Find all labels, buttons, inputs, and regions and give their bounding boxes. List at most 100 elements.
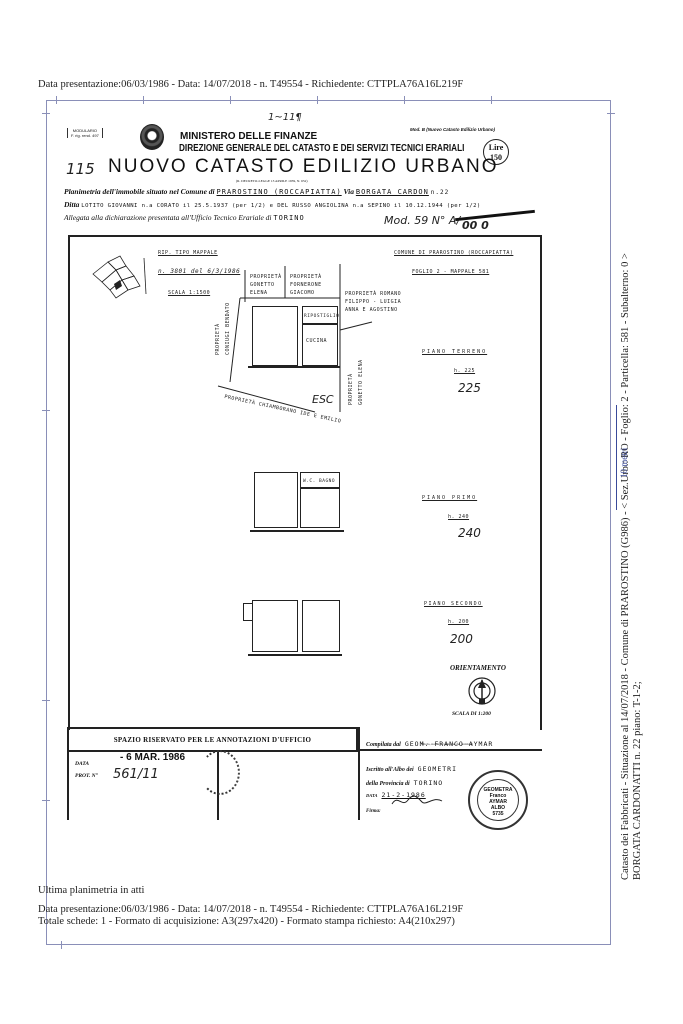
direction-title: DIREZIONE GENERALE DEL CATASTO E DEI SER… [179,143,465,154]
floor-name-primo: PIANO PRIMO [422,495,478,501]
ditta-value: LOTITO GIOVANNI n.a CORATO il 25.5.1937 … [81,203,481,209]
compilata-label: Compilata dal [366,742,401,748]
signature-scribble [391,795,443,805]
floor-height-label-primo: h. 240 [448,514,470,520]
mod-label: Mod. B (Nuovo Catasto Edilizio Urbano) [410,127,495,132]
room-cucina [302,306,338,366]
header-presentation-line: Data presentazione:06/03/1986 - Data: 14… [38,79,464,90]
ufficio-value: TORINO [273,214,305,222]
foglio-mappale: FOGLIO 2 - MAPPALE 581 [412,269,490,275]
floor-height-label-secondo: h. 200 [448,619,470,625]
compiler-top-border [358,749,542,751]
ground-base-wall [248,366,340,368]
compilata-row: Compilata dal GEOM. FRANCO AYMAR [366,733,493,751]
room-first-left [254,472,298,528]
allegata-row: Allegata alla dichiarazione presentata a… [64,213,305,222]
scala-small: SCALA 1:1500 [168,290,211,296]
frame-tick [42,700,50,701]
floor-height-hand-secondo: 200 [450,632,473,646]
side-cadastral-info: Catasto dei Fabbricati - Situazione al 1… [620,253,644,880]
room-first-bath [300,472,340,528]
stamp-center: GEOMETRA Franco AYMAR ALBO 5735 [470,787,526,817]
notes-data-label: DATA [75,761,90,767]
floor-height-hand-terreno: 225 [458,381,481,395]
iscritto-row: Iscritto all'Albo dei GEOMETRI [366,758,457,776]
neighbor-gonetto: PROPRIETÀ GONETTO ELENA [250,273,282,297]
notes-left-border [67,752,69,820]
frame-tick [404,96,405,104]
frame-tick [42,800,50,801]
frame-tick [56,96,57,104]
footer-line-2: Totale schede: 1 - Formato di acquisizio… [38,916,455,927]
notes-prot-value: 561/11 [113,767,159,782]
firma-label: Firma: [366,809,381,814]
esc-mark: ESC [312,393,334,406]
stamp-text: ALBO [490,805,506,811]
fee-value: 150 [490,153,502,162]
frame-tick [491,96,492,104]
republic-emblem-icon [140,124,164,150]
frame-tick [42,410,50,411]
modulario-box: MODULARIO F. rig. rend. 497 [67,128,103,138]
floor-name-terreno: PIANO TERRENO [422,349,488,355]
neighbor-text: ANNA E AGOSTINO [345,307,398,313]
partial-stamp [200,750,240,795]
stamp-text: Franco [489,793,507,799]
stamp-inner-ring [477,779,519,821]
neighbor-text: GIACOMO [290,290,315,296]
room-divider [300,487,340,489]
handwritten-top-note: 1~11¶ [268,112,302,123]
room-second-left [252,600,298,652]
room-second-right [302,600,340,652]
room-label-cucina: CUCINA [306,338,328,344]
room-label-ripostiglio: RIPOSTIGLIO [304,314,340,319]
allegata-label: Allegata alla dichiarazione presentata a… [64,213,272,222]
site-boundary-lines [217,264,373,413]
compiler-date-label: DATA [366,793,378,798]
handwritten-mod: Mod. 59 N° A/ [384,214,461,227]
comune-drawing-label: COMUNE DI PRAROSTINO (ROCCAPIATTA) [394,250,514,256]
fee-label: Lire [488,143,504,152]
fee-stamp: Lire 150 [483,139,509,165]
stamp-text: AYMAR [489,799,507,805]
modulario-label: MODULARIO [72,128,98,133]
planimetria-row: Planimetria dell'immobile situato nel Co… [64,187,449,196]
side-line-2: BORGATA CARDONATTI n. 22 piano: T-1-2; [632,681,643,880]
firma-row: Firma: [366,799,381,817]
scale-label: 10 metri [619,447,629,478]
notes-title: SPAZIO RISERVATO PER LE ANNOTAZIONI D'UF… [113,736,312,744]
provincia-value: TORINO [413,779,444,787]
neighbor-fornerone: PROPRIETÀ FORNERONE GIACOMO [290,273,322,297]
second-balcony [243,603,253,621]
civic-number: n.22 [430,189,450,196]
decree-note: (R. DECRETO-LEGGE 13 APRILE 1939, N. 652… [236,179,308,183]
room-label-wc: W.C. BAGNO [303,479,336,484]
drawing-area [68,235,542,730]
compilata-sub: (Titolo, nome e cognome del tecnico) [420,742,473,746]
comune-value: PRAROSTINO (ROCCAPIATTA) [216,188,342,196]
neighbor-text: FILIPPO - LUIGIA [345,299,402,305]
notes-title-box: SPAZIO RISERVATO PER LE ANNOTAZIONI D'UF… [67,727,358,752]
footer-ultima: Ultima planimetria in atti [38,885,145,896]
compilata-value: GEOM. FRANCO AYMAR [404,740,494,748]
side-line-1: Catasto dei Fabbricati - Situazione al 1… [620,253,631,880]
neighbor-text: GONETTO [250,282,275,288]
rip-tipo-label: RIP. TIPO MAPPALE [158,250,218,256]
first-base-wall [250,530,344,532]
scala-main: SCALA DI 1:200 [452,711,491,717]
scale-bar [616,405,617,510]
notes-prot-label: PROT. N° [75,773,98,779]
iscritto-label: Iscritto all'Albo dei [366,767,414,773]
frame-tick [143,96,144,104]
modulario-sub: F. rig. rend. 497 [71,133,99,138]
geometra-stamp: GEOMETRA Franco AYMAR ALBO 5735 [468,770,528,830]
notes-right-border [358,727,360,820]
floor-height-hand-primo: 240 [458,526,481,540]
frame-tick [61,941,62,949]
compiler-date-value: 21-2-1986 [381,791,426,799]
neighbor-text: PROPRIETÀ [290,274,322,280]
ditta-row: Ditta LOTITO GIOVANNI n.a CORATO il 25.5… [64,200,481,209]
main-title: NUOVO CATASTO EDILIZIO URBANO [108,156,499,177]
frame-tick [607,113,615,114]
room-divider [302,323,338,325]
